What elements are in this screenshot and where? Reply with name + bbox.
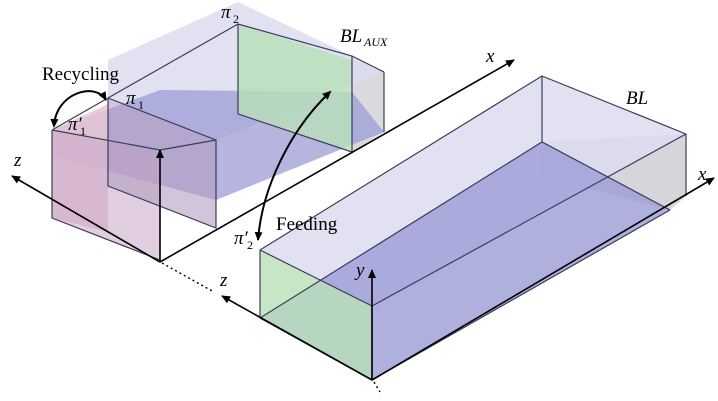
- pi1-sub: 1: [138, 98, 144, 112]
- aux-z-label: z: [13, 150, 22, 171]
- pi2-sub: 2: [233, 12, 239, 26]
- main-box: [259, 75, 687, 381]
- main-x-label: x: [697, 164, 707, 185]
- main-axis-dots: [373, 381, 381, 393]
- pi1-label: π: [126, 88, 136, 109]
- feeding-label: Feeding: [276, 214, 338, 235]
- pi1-prime-label: π′: [68, 114, 83, 135]
- aux-x-label: x: [485, 46, 495, 67]
- feed-target-plane: [260, 250, 372, 380]
- aux-z-axis: [11, 175, 161, 263]
- aux-x-axis: [159, 59, 515, 263]
- recycling-arrow: [50, 90, 107, 128]
- recycling-label: Recycling: [42, 64, 120, 85]
- main-x-axis: [371, 177, 715, 381]
- pi2-prime-label: π′: [234, 228, 249, 249]
- main-y-label: y: [354, 260, 365, 281]
- pi2-prime-sub: 2: [247, 238, 253, 252]
- main-z-label: z: [219, 270, 228, 291]
- main-z-axis: [221, 295, 373, 381]
- bl-aux-label: BL: [340, 26, 362, 47]
- feeding-arrow: [254, 90, 332, 241]
- bl-label: BL: [626, 88, 648, 109]
- aux-axis-dots: [161, 262, 215, 293]
- pi1-prime-sub: 1: [80, 124, 86, 138]
- recycle-plane: [108, 98, 216, 228]
- pi2-label: π: [221, 2, 231, 23]
- bl-aux-sub: AUX: [363, 35, 388, 49]
